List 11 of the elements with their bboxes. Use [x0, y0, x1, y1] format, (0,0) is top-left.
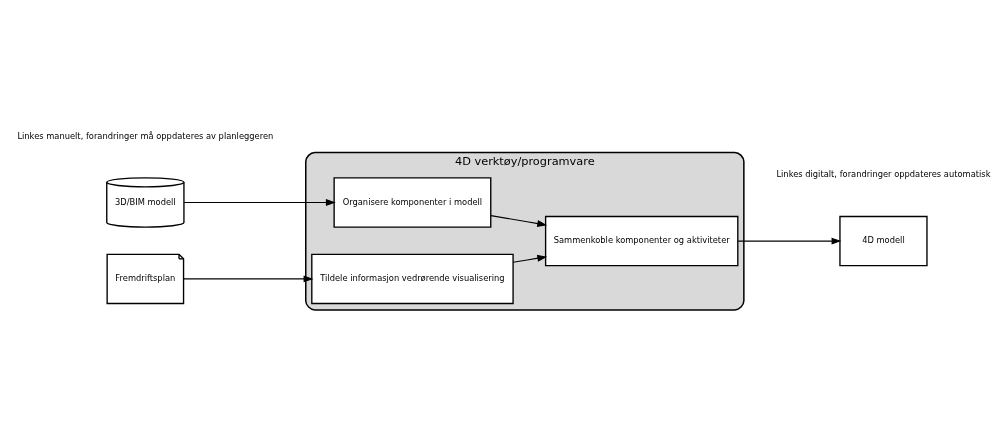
arrow	[737, 237, 842, 245]
arrow	[183, 275, 314, 283]
node-box: Organisere komponenter i modell	[333, 177, 492, 228]
label: Linkes digitalt, forandringer oppdateres automatisk	[776, 169, 991, 180]
arrow	[183, 199, 336, 206]
node-box: Tildele informasjon vedrørende visualisering	[311, 253, 514, 305]
label: Linkes manuelt, forandringer må oppdateres av planleggeren	[17, 130, 274, 141]
node-box: Sammenkoble komponenter og aktiviteter	[544, 215, 739, 267]
arrow	[490, 215, 548, 227]
arrow	[512, 254, 548, 263]
node-box: 4D modell	[839, 215, 928, 267]
